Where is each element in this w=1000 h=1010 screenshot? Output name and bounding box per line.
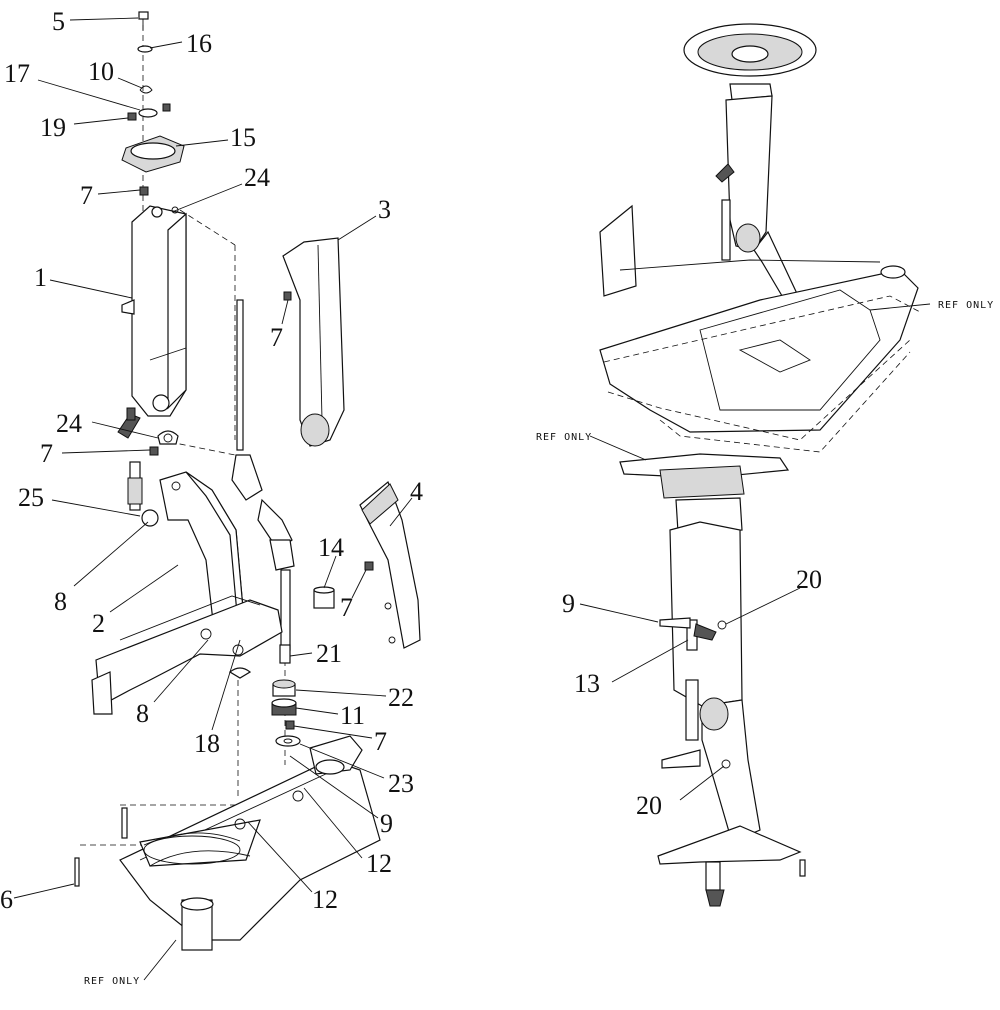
callout-9-a: 9 — [380, 809, 393, 838]
callout-15: 15 — [230, 123, 256, 152]
ref-only-label-right-mid: REF ONLY — [536, 432, 592, 443]
callout-21: 21 — [316, 639, 342, 668]
callout-24-a: 24 — [244, 163, 270, 192]
callout-5: 5 — [52, 7, 65, 36]
callout-2: 2 — [92, 609, 105, 638]
gas-strut-25 — [127, 461, 159, 527]
screw-7-low — [285, 720, 295, 730]
callout-3: 3 — [378, 195, 391, 224]
screw-7-top — [139, 186, 149, 196]
callout-6: 6 — [0, 885, 13, 914]
screw-19 — [127, 103, 171, 121]
callout-24-b: 24 — [56, 409, 82, 438]
spacer-14 — [313, 586, 335, 609]
callout-9-b: 9 — [562, 589, 575, 618]
callout-12-a: 12 — [366, 849, 392, 878]
washer-16 — [137, 45, 153, 53]
callout-8-b: 8 — [136, 699, 149, 728]
callout-20-b: 20 — [636, 791, 662, 820]
callout-8-a: 8 — [54, 587, 67, 616]
bushing-22 — [272, 679, 296, 697]
ref-only-label-right-top: REF ONLY — [938, 300, 994, 311]
leader-lines — [13, 17, 931, 981]
tilt-lever — [117, 407, 141, 439]
screw-7-mid — [149, 446, 159, 456]
pivot-bracket-24 — [157, 430, 179, 445]
washer-17 — [138, 108, 158, 118]
washer-23 — [275, 735, 301, 747]
callout-16: 16 — [186, 29, 212, 58]
callout-7-c: 7 — [40, 439, 53, 468]
ref-only-label-left-bottom: REF ONLY — [84, 976, 140, 987]
callout-19: 19 — [40, 113, 66, 142]
column-cap-15 — [121, 135, 185, 173]
callout-12-b: 12 — [312, 885, 338, 914]
callout-7-e: 7 — [374, 727, 387, 756]
callout-11: 11 — [340, 701, 365, 730]
bolt-5 — [138, 11, 149, 30]
callout-7-b: 7 — [270, 323, 283, 352]
callout-25: 25 — [18, 483, 44, 512]
base-plate — [91, 595, 283, 715]
lower-frame — [74, 735, 381, 951]
callout-10: 10 — [88, 57, 114, 86]
callout-4: 4 — [410, 477, 423, 506]
column-cover-3 — [282, 237, 345, 447]
callout-14: 14 — [318, 533, 344, 562]
steering-shaft — [231, 299, 295, 664]
callouts: 5 16 17 10 19 15 7 24 3 1 7 24 7 25 4 14… — [0, 7, 994, 987]
callout-20-a: 20 — [796, 565, 822, 594]
callout-1: 1 — [34, 263, 47, 292]
callout-23: 23 — [388, 769, 414, 798]
callout-7-a: 7 — [80, 181, 93, 210]
callout-18: 18 — [194, 729, 220, 758]
steering-column-1 — [121, 205, 187, 417]
assembled-view-bottom — [619, 453, 806, 907]
callout-7-d: 7 — [340, 593, 353, 622]
pinion-gear-11 — [271, 698, 297, 716]
assembled-view-top — [599, 23, 921, 453]
callout-13: 13 — [574, 669, 600, 698]
support-bracket-2 — [159, 471, 245, 631]
clip-10 — [139, 85, 153, 94]
column-cover-4 — [359, 481, 421, 649]
callout-17: 17 — [4, 59, 30, 88]
callout-22: 22 — [388, 683, 414, 712]
